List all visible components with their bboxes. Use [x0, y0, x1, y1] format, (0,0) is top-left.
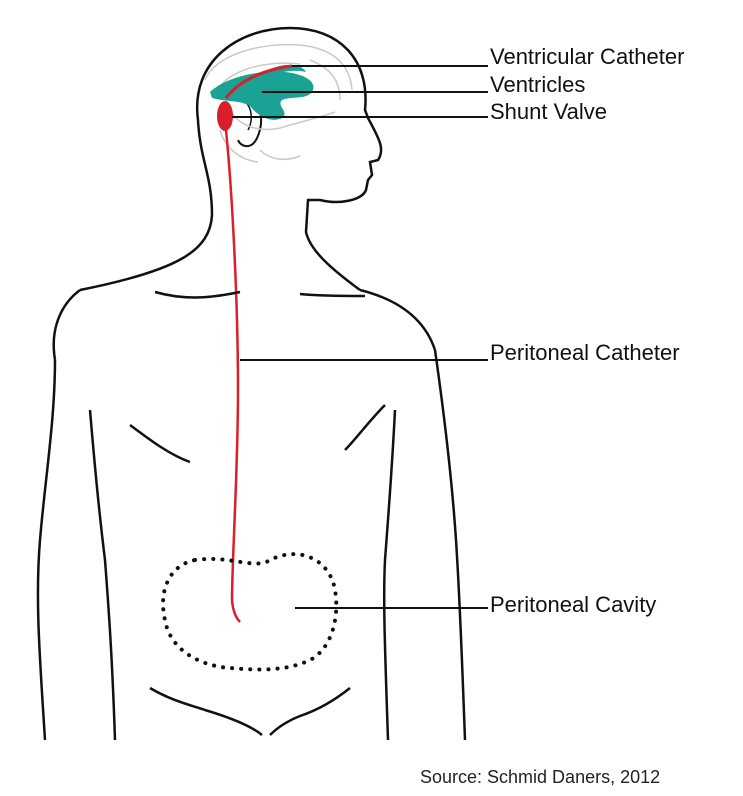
ventricles-shape — [210, 71, 314, 120]
label-peritoneal-cavity: Peritoneal Cavity — [490, 592, 657, 617]
label-peritoneal-catheter: Peritoneal Catheter — [490, 340, 680, 365]
peritoneal-cavity-outline — [161, 552, 339, 672]
label-shunt-valve: Shunt Valve — [490, 99, 608, 124]
shunt-valve-shape — [217, 101, 233, 131]
source-caption: Source: Schmid Daners, 2012 — [420, 767, 661, 787]
head-outline — [195, 26, 383, 292]
ventricular-catheter-tube — [224, 64, 293, 99]
neck-back — [79, 119, 214, 292]
peritoneal-catheter-tube — [224, 129, 241, 623]
torso-outline — [36, 288, 467, 741]
label-ventricular-catheter: Ventricular Catheter — [490, 44, 685, 69]
label-ventricles: Ventricles — [490, 72, 586, 97]
leader-lines — [232, 65, 488, 609]
